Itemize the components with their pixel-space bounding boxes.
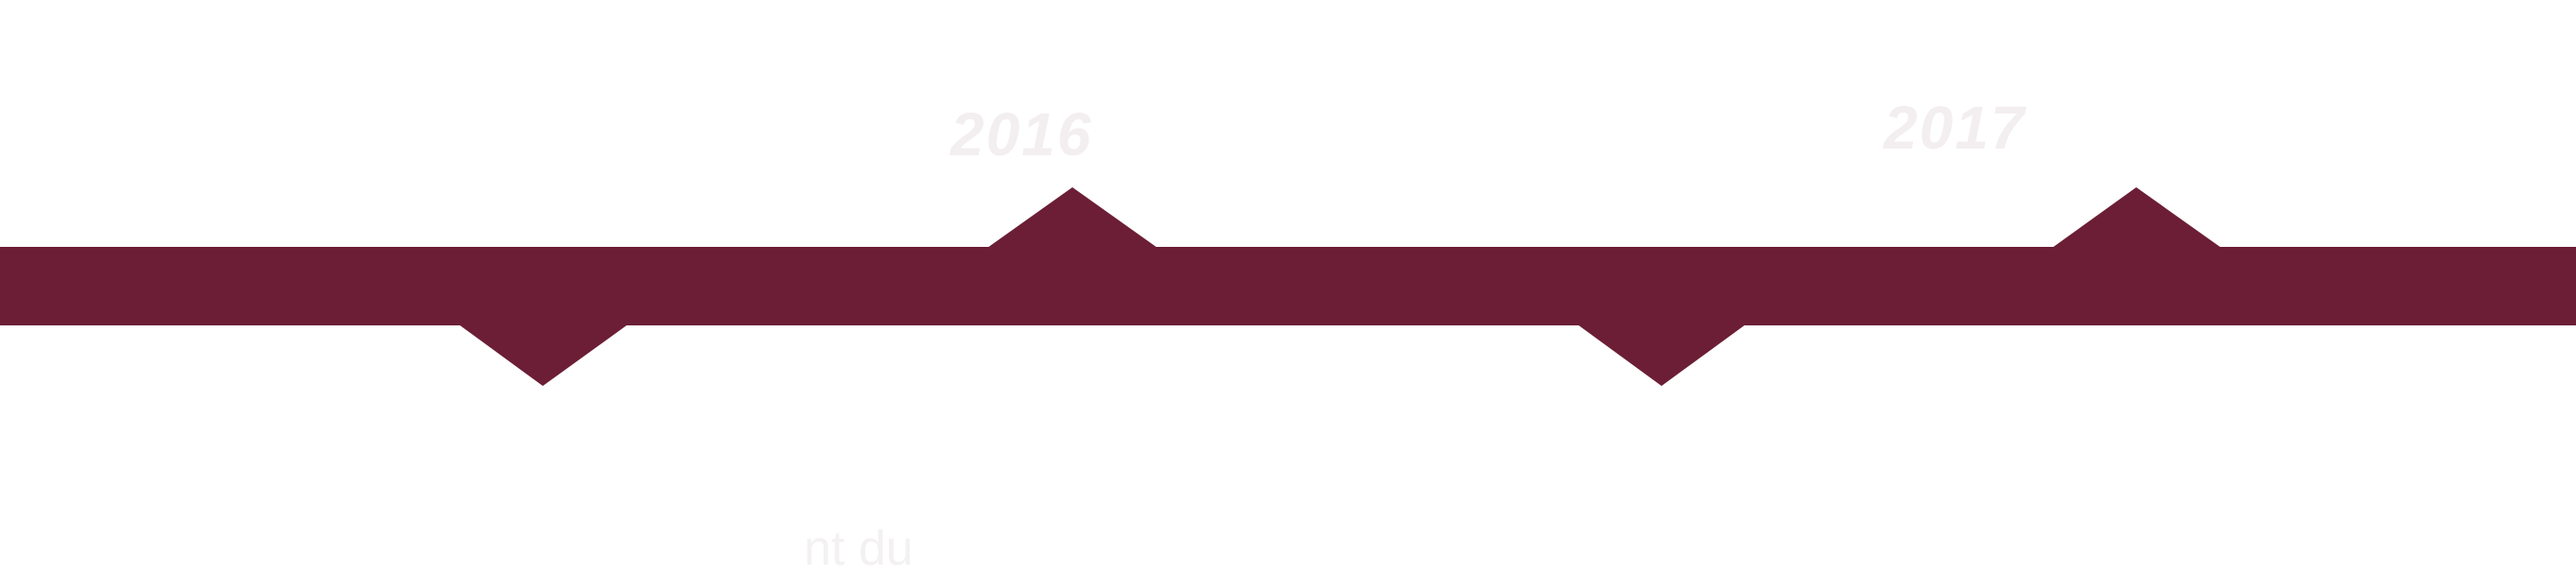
- caption-fragment: nt du: [804, 521, 914, 576]
- marker-up-2016: [987, 187, 1157, 248]
- timeline-band: [0, 247, 2576, 325]
- year-label-2017: 2017: [1884, 94, 2027, 162]
- year-label-2016: 2016: [950, 100, 1093, 168]
- marker-up-2017: [2052, 187, 2221, 248]
- marker-down-1: [459, 324, 628, 386]
- marker-down-2: [1577, 324, 1746, 386]
